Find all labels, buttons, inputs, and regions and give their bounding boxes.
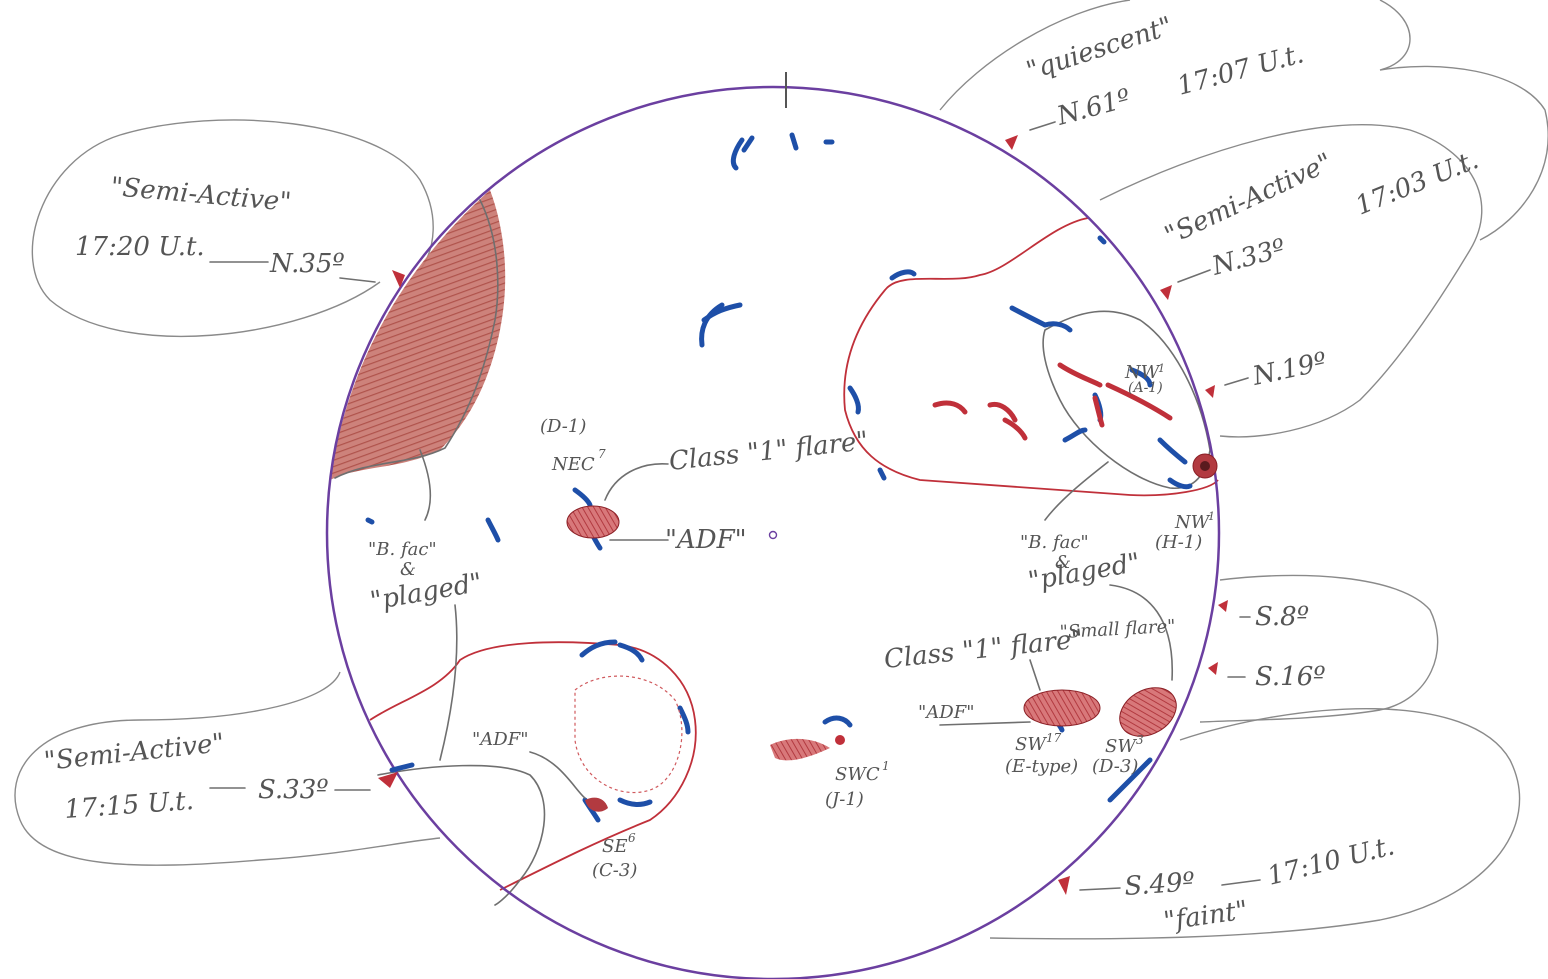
s49-state: "faint" (1162, 895, 1250, 936)
swc-sup: 1 (882, 759, 890, 773)
nw-h-id: (H-1) (1155, 532, 1202, 553)
se6-sup: 6 (628, 831, 636, 845)
sw17-id: (E-type) (1005, 756, 1078, 777)
nw-h-label: NW (1174, 512, 1211, 533)
nw-plage-outline (844, 218, 1218, 495)
s8-lat: S.8º (1255, 602, 1309, 632)
sw3-label: SW (1105, 736, 1137, 757)
se-lat: S.33º (258, 775, 328, 805)
se6-label: SE (602, 836, 627, 857)
swc-label: SWC (835, 764, 880, 785)
ne-lat: N.35º (269, 249, 345, 279)
nec-flare-spot (567, 506, 619, 538)
limb-prominences (378, 135, 1228, 895)
quiescent-time: 17:07 U.t. (1174, 39, 1307, 102)
nw-time: 17:03 U.t. (1351, 145, 1482, 221)
swc-id: (J-1) (825, 789, 864, 810)
bubble-s49 (990, 709, 1520, 939)
ne-state: "Semi-Active" (109, 172, 292, 218)
sw17-flare-spot (1024, 690, 1100, 726)
se-time: 17:15 U.t. (63, 786, 194, 825)
bfac-left-3: "plaged" (368, 568, 485, 617)
nec-id: (D-1) (540, 416, 586, 437)
n19-lat: N.19º (1249, 347, 1329, 392)
nec-sup: 7 (598, 447, 606, 461)
se-plage-outline (370, 642, 696, 890)
sw3-sup: 3 (1136, 733, 1144, 747)
nw-red-streak-1 (935, 403, 965, 412)
nw-h-sup: 1 (1208, 510, 1215, 523)
nw-red-streak-3 (1005, 420, 1025, 438)
s16-lat: S.16º (1255, 662, 1325, 692)
nw-limb-spot-core (1200, 461, 1210, 471)
nw-red-streak-2 (990, 404, 1015, 420)
adf-nec: "ADF" (665, 525, 747, 555)
adf-sw: "ADF" (918, 702, 974, 723)
nw-a-sup: 1 (1158, 362, 1165, 375)
se6-id: (C-3) (592, 860, 637, 881)
nw-red-streak-6 (1060, 365, 1100, 385)
disk-center-mark (770, 532, 777, 539)
nw-state: "Semi-Active" (1160, 148, 1337, 252)
class1-flare-sw: Class "1" flare" (883, 624, 1085, 675)
nw-a-id: (A-1) (1128, 380, 1163, 396)
ne-plage-shading (330, 190, 505, 480)
class1-flare-nec: Class "1" flare" (668, 426, 870, 477)
swc-red-dot (835, 735, 845, 745)
sw17-label: SW (1015, 734, 1047, 755)
bfac-right-1: "B. fac" (1020, 532, 1089, 553)
se-inner-region (378, 766, 544, 905)
bfac-right-3: "plaged" (1026, 548, 1143, 597)
adf-se: "ADF" (472, 729, 528, 750)
quiescent-state: "quiescent" (1023, 11, 1176, 86)
sw17-sup: 17 (1046, 731, 1062, 745)
bubble-s8 (1200, 575, 1438, 722)
s49-lat: S.49º (1123, 867, 1195, 902)
quiescent-lat: N.61º (1053, 83, 1134, 132)
nw-red-streak-5 (1095, 398, 1102, 425)
limb-labels: "quiescent" N.61º 17:07 U.t. "Semi-Activ… (43, 11, 1483, 937)
se-state: "Semi-Active" (43, 728, 226, 777)
limb-callout-bubbles (15, 0, 1548, 939)
se6-region (575, 676, 682, 792)
ne-time: 17:20 U.t. (75, 232, 205, 262)
sw3-id: (D-3) (1092, 756, 1138, 777)
swc-region (770, 739, 830, 761)
nec-label: NEC (551, 454, 595, 475)
nw-lat: N.33º (1208, 233, 1289, 282)
small-flare: "Small flare" (1059, 616, 1176, 643)
bfac-left-1: "B. fac" (368, 539, 437, 560)
s49-time: 17:10 U.t. (1264, 831, 1397, 891)
disk-annotations: (D-1) NEC 7 Class "1" flare" "ADF" "B. f… (368, 362, 1215, 881)
bfac-left-2: & (400, 559, 416, 580)
bubble-ne (32, 120, 433, 336)
